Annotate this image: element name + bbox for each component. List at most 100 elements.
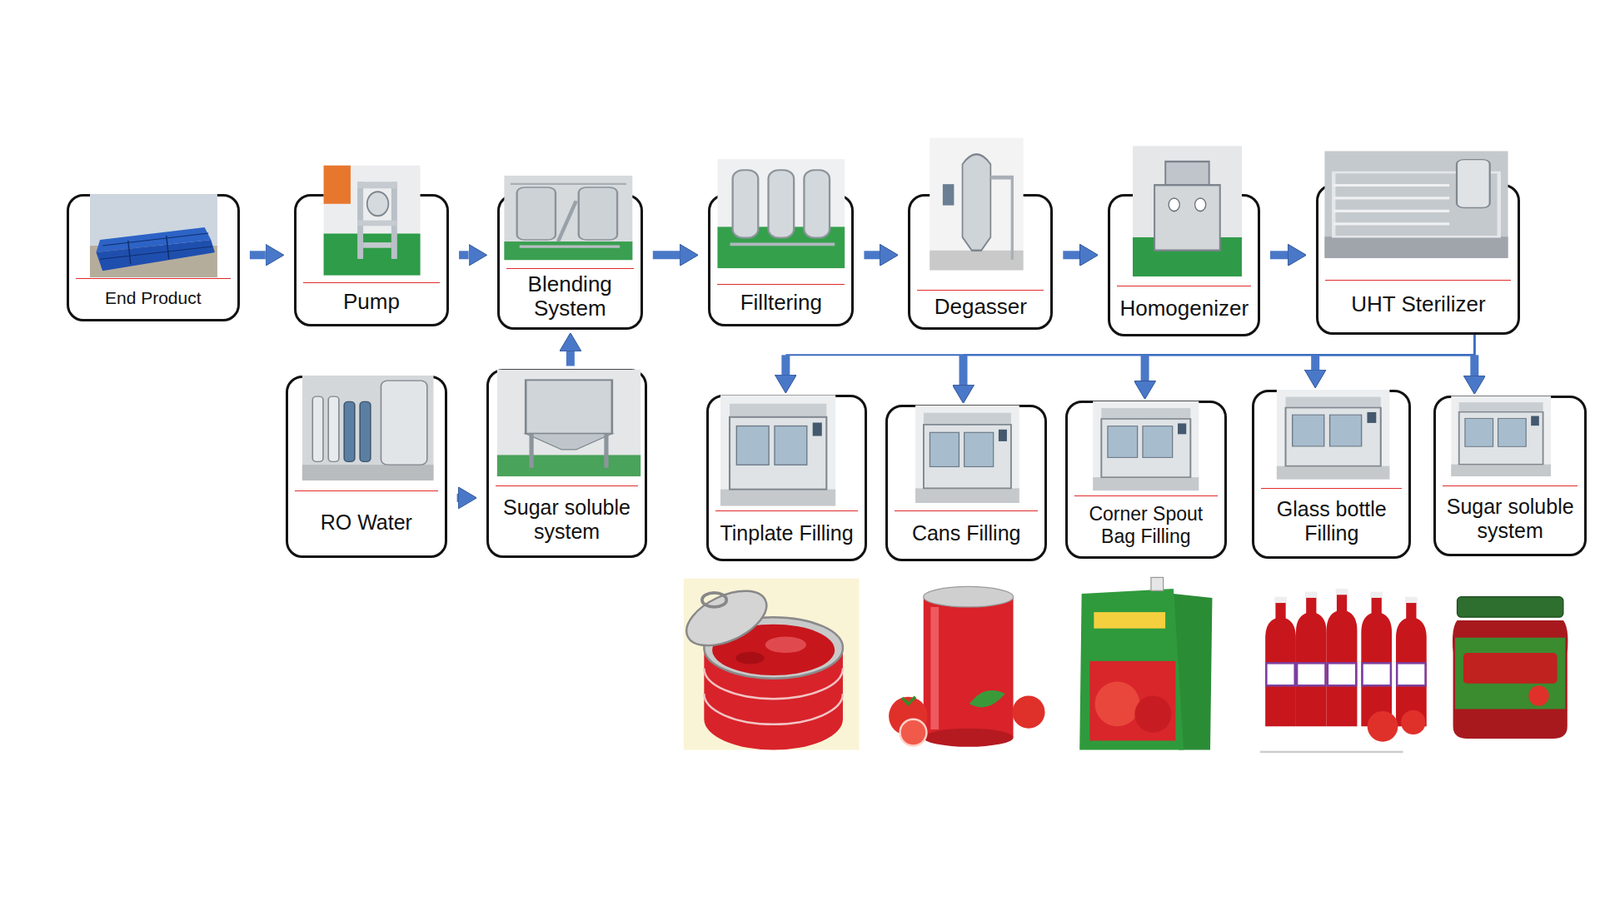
degasser-photo <box>929 137 1024 270</box>
process-box: End Product <box>66 194 240 322</box>
arrow-shaft <box>959 354 968 385</box>
flow-arrow <box>1145 334 1476 382</box>
tin-can-product <box>703 617 843 679</box>
tin-can-product <box>765 636 807 653</box>
photo-group <box>89 137 1551 506</box>
bottle-product <box>1260 751 1404 753</box>
label-area: End Product <box>75 278 231 316</box>
node-label: Pump <box>343 289 400 315</box>
bottle-product <box>1362 662 1391 686</box>
ro-water-photo <box>302 375 434 481</box>
node-label: Sugar soluble system <box>1442 494 1578 544</box>
process-box: Pump <box>294 194 449 327</box>
spout-pouch-product <box>1076 577 1215 750</box>
process-box: Cans Filling <box>885 404 1047 561</box>
label-area: Sugar soluble system <box>1442 485 1578 552</box>
homogenizer-photo <box>1132 145 1242 277</box>
tin-can-product <box>683 578 860 751</box>
flow-arrow <box>1315 334 1475 370</box>
arrow-shaft <box>1470 354 1479 376</box>
spout-pouch-product <box>1095 681 1141 727</box>
flow-arrow <box>1270 254 1288 256</box>
node-label: Cans Filling <box>912 521 1022 546</box>
arrow-shaft <box>1062 250 1080 260</box>
flow-arrow <box>785 334 1475 375</box>
bottle-product <box>1260 578 1434 751</box>
flow-arrow <box>652 254 680 256</box>
tin-can-product <box>703 647 843 751</box>
juice-can-product <box>902 697 916 705</box>
blending-photo <box>503 175 633 261</box>
spout-pouch-product <box>1076 578 1215 751</box>
spout-pouch-product <box>1093 612 1166 629</box>
bottle-product <box>1265 592 1427 728</box>
jar-product <box>1463 652 1558 684</box>
bottle-filler-photo <box>1276 389 1391 480</box>
spout-pouch-product <box>1173 593 1213 750</box>
arrow-shaft <box>249 250 266 260</box>
node-label: Sugar soluble system <box>495 495 638 544</box>
arrow-shaft <box>457 493 459 503</box>
label-area: Corner Spout Bag Filling <box>1074 495 1218 554</box>
label-area: RO Water <box>294 490 439 554</box>
bottle-product <box>1274 597 1287 604</box>
label-area: Glass bottle Filling <box>1261 488 1402 555</box>
label-area: Filltering <box>717 284 845 322</box>
bottle-product <box>1327 662 1356 686</box>
arrow-shaft <box>1270 250 1288 260</box>
tin-can-product <box>703 667 843 724</box>
juice-can-product <box>879 578 1057 751</box>
node-label: Degasser <box>934 294 1027 320</box>
node-label: UHT Sterilizer <box>1350 292 1486 318</box>
bottle-product <box>1400 710 1426 735</box>
arrow-shaft <box>781 354 790 375</box>
juice-can-product <box>888 697 928 737</box>
bottle-product <box>1296 662 1326 686</box>
label-area: Blending System <box>506 268 634 325</box>
bus-line <box>1473 334 1476 356</box>
pump-photo <box>323 164 420 275</box>
node-label: Glass bottle Filling <box>1261 497 1402 546</box>
flow-arrow <box>1474 334 1476 377</box>
bottle-product <box>1405 597 1418 604</box>
process-box: Corner Spout Bag Filling <box>1065 400 1227 559</box>
juice-can-product <box>923 597 1014 738</box>
node-label: RO Water <box>320 510 413 535</box>
bottle-product <box>1367 711 1399 743</box>
arrow-shaft <box>1141 354 1150 381</box>
bottle-product <box>1260 578 1434 753</box>
spout-pouch-product <box>1134 696 1172 733</box>
bottle-product <box>1265 599 1296 727</box>
bottle-product <box>1266 662 1295 686</box>
bottle-product <box>1266 662 1426 686</box>
arrow-shaft <box>566 351 575 367</box>
process-box: UHT Sterilizer <box>1315 184 1521 335</box>
process-box: Degasser <box>907 194 1053 330</box>
product-group <box>677 577 1592 753</box>
process-box: Homogenizer <box>1107 194 1261 338</box>
spout-pouch-product <box>1079 588 1184 751</box>
bottle-product <box>1360 594 1392 727</box>
arrow-shaft <box>458 250 469 260</box>
label-area: UHT Sterilizer <box>1325 279 1511 330</box>
process-box: Sugar soluble system <box>1433 395 1587 556</box>
label-area: Cans Filling <box>894 510 1038 557</box>
node-label: Blending System <box>506 272 634 323</box>
bottle-product <box>1295 594 1327 727</box>
tinplate-filler-photo <box>720 394 836 507</box>
label-area: Degasser <box>917 289 1044 325</box>
juice-can-product <box>900 719 928 747</box>
filter-photo <box>717 159 845 269</box>
tin-can-product <box>702 593 727 608</box>
flow-arrow <box>863 254 880 256</box>
label-area: Homogenizer <box>1116 285 1252 332</box>
bottle-product <box>1305 592 1318 599</box>
flow-arrow <box>457 497 459 499</box>
jar-product <box>1444 578 1593 751</box>
tin-can-product <box>735 652 764 665</box>
bottle-product <box>1335 588 1349 595</box>
process-box: Glass bottle Filling <box>1251 389 1411 559</box>
